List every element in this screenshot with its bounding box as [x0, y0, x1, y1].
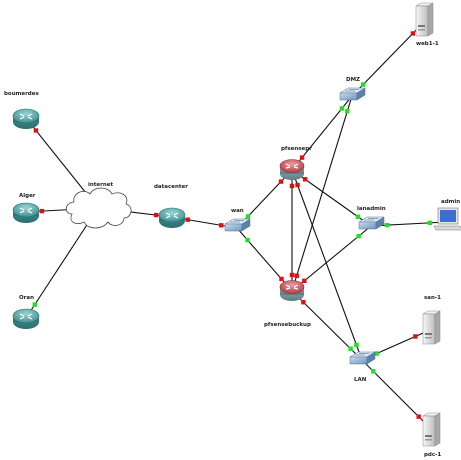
link-status-down-icon — [301, 300, 306, 305]
workstation-admin[interactable] — [433, 207, 461, 231]
link-pfsensepr-lan[interactable] — [291, 169, 363, 361]
link-status-down-icon — [185, 217, 190, 222]
cloud-icon — [65, 187, 132, 229]
link-status-up-icon — [348, 346, 353, 351]
link-status-down-icon — [289, 272, 295, 278]
label-admin: admin — [441, 199, 460, 205]
link-status-down-icon — [33, 128, 39, 133]
link-status-up-icon — [32, 302, 37, 307]
link-status-up-icon — [355, 214, 361, 219]
link-status-up-icon — [354, 342, 359, 348]
label-web1: web1-1 — [416, 41, 439, 47]
link-status-up-icon — [245, 237, 250, 243]
label-dmz: DMZ — [346, 77, 360, 83]
label-pfsensepr: pfsensepr — [281, 146, 312, 152]
link-status-up-icon — [356, 233, 361, 239]
link-status-down-icon — [302, 177, 308, 182]
link-status-up-icon — [360, 82, 366, 87]
label-pdc1: pdc-1 — [424, 452, 441, 458]
firewall-pfsensepr[interactable] — [279, 159, 305, 181]
label-lanadmin: lanadmin — [357, 206, 386, 212]
link-status-down-icon — [279, 276, 284, 282]
router-datacenter[interactable] — [158, 207, 186, 228]
link-status-down-icon — [410, 31, 416, 36]
link-status-down-icon — [278, 179, 284, 184]
switch-dmz[interactable] — [339, 87, 366, 101]
switch-lan[interactable] — [349, 351, 376, 365]
link-oran-internet[interactable] — [25, 207, 99, 319]
link-status-down-icon — [39, 208, 45, 214]
label-lan: LAN — [354, 377, 367, 383]
link-lanadmin-admin[interactable] — [370, 221, 447, 227]
link-pfsensebuckup-dmz[interactable] — [291, 95, 353, 292]
switch-lanadmin[interactable] — [358, 216, 385, 230]
label-datacenter: datacenter — [154, 184, 188, 190]
link-status-up-icon — [245, 214, 251, 219]
link-status-down-icon — [295, 182, 300, 188]
label-san1: san-1 — [424, 295, 441, 301]
link-status-up-icon — [345, 109, 350, 114]
label-wan: wan — [231, 208, 244, 214]
link-status-up-icon — [427, 220, 433, 226]
router-boumerdes[interactable] — [12, 108, 40, 129]
link-status-down-icon — [302, 278, 307, 284]
router-oran[interactable] — [12, 308, 40, 329]
link-status-up-icon — [339, 106, 345, 111]
link-status-up-icon — [374, 351, 379, 356]
link-status-up-icon — [371, 369, 376, 374]
server-san1[interactable] — [422, 310, 441, 345]
link-status-down-icon — [413, 334, 418, 339]
link-status-down-icon — [294, 273, 299, 278]
link-status-down-icon — [289, 183, 295, 189]
label-internet: internet — [88, 182, 114, 188]
link-status-down-icon — [416, 414, 421, 419]
label-boumerdes: boumerdes — [4, 91, 39, 97]
cloud-internet[interactable] — [65, 187, 132, 229]
server-web1[interactable] — [415, 2, 434, 37]
firewall-pfsensebuckup[interactable] — [279, 280, 305, 302]
label-oran: Oran — [19, 295, 34, 301]
label-alger: Alger — [19, 193, 36, 199]
link-status-down-icon — [219, 223, 224, 228]
switch-wan[interactable] — [224, 218, 251, 232]
link-status-down-icon — [153, 212, 159, 218]
link-status-up-icon — [384, 222, 390, 228]
link-wan-pfsensebuckup[interactable] — [236, 227, 293, 292]
server-pdc1[interactable] — [422, 412, 441, 447]
label-pfsensebuckup: pfsensebuckup — [264, 322, 311, 328]
router-alger[interactable] — [12, 202, 40, 223]
link-status-down-icon — [299, 155, 305, 160]
